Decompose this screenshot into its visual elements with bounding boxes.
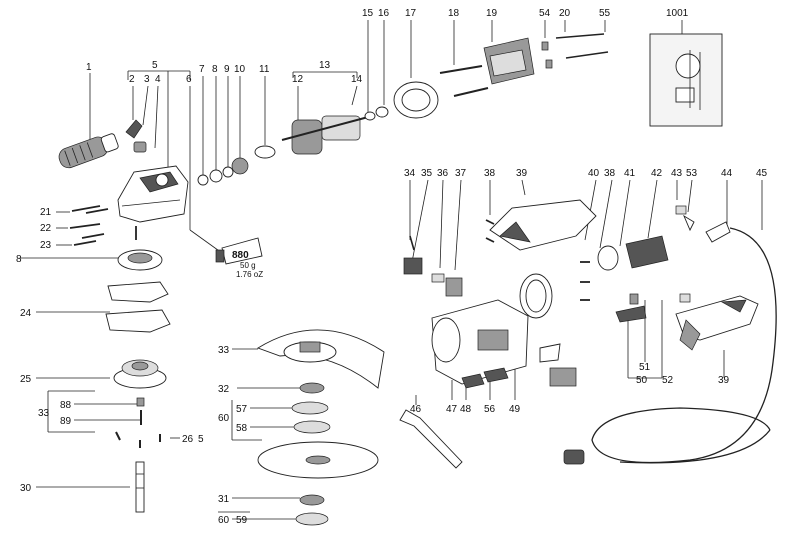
callout-8-left: 8	[16, 254, 22, 265]
callout-13: 13	[319, 60, 331, 71]
callout-60-mid: 60	[218, 413, 230, 424]
side-handle	[58, 133, 119, 169]
callout-11: 11	[259, 64, 270, 75]
callout-46: 46	[410, 404, 422, 415]
callout-5-top: 5	[152, 60, 158, 71]
callout-39-right: 39	[718, 375, 730, 386]
callout-35: 35	[421, 168, 433, 179]
callout-3: 3	[144, 74, 150, 85]
callout-1: 1	[86, 62, 92, 73]
callout-5-bottom: 5	[198, 434, 204, 445]
callout-15: 15	[362, 8, 374, 19]
callout-7: 7	[199, 64, 205, 75]
callout-30: 30	[20, 483, 32, 494]
callout-9: 9	[224, 64, 230, 75]
grease-weight-g: 50 g	[240, 261, 256, 270]
callout-39-top: 39	[516, 168, 528, 179]
callout-25: 25	[20, 374, 32, 385]
callout-24: 24	[20, 308, 32, 319]
callout-42: 42	[651, 168, 663, 179]
callout-19: 19	[486, 8, 498, 19]
callout-37: 37	[455, 168, 467, 179]
callout-6: 6	[186, 74, 192, 85]
callout-51: 51	[639, 362, 651, 373]
callout-21: 21	[40, 207, 52, 218]
callout-50: 50	[636, 375, 648, 386]
callout-31: 31	[218, 494, 230, 505]
gear-housing	[117, 165, 189, 223]
callout-88: 88	[60, 400, 72, 411]
callout-60-bottom: 60	[218, 515, 230, 526]
callout-17: 17	[405, 8, 417, 19]
detail-box-1001	[649, 33, 723, 127]
callout-4: 4	[155, 74, 161, 85]
callout-22: 22	[40, 223, 52, 234]
leader-lines	[20, 20, 763, 520]
armature	[281, 115, 373, 155]
callout-38-a: 38	[484, 168, 496, 179]
callout-23: 23	[40, 240, 52, 251]
callout-16: 16	[378, 8, 390, 19]
callout-12: 12	[292, 74, 304, 85]
rear-handle-housing	[489, 199, 597, 251]
callout-44: 44	[721, 168, 733, 179]
callout-2: 2	[129, 74, 135, 85]
callout-18: 18	[448, 8, 460, 19]
callout-52: 52	[662, 375, 674, 386]
callout-labels: 1 5 2 3 4 6 7 8 9 10 11 13 12 14 15 16 1…	[16, 8, 768, 526]
callout-33-mid: 33	[218, 345, 230, 356]
callout-57: 57	[236, 404, 248, 415]
callout-45: 45	[756, 168, 768, 179]
callout-10: 10	[234, 64, 246, 75]
callout-26: 26	[182, 434, 194, 445]
callout-89: 89	[60, 416, 72, 427]
callout-47: 47	[446, 404, 458, 415]
callout-33-left: 33	[38, 408, 50, 419]
grease-labels: 880 50 g 1.76 oZ	[232, 250, 263, 279]
callout-59: 59	[236, 515, 248, 526]
callout-53: 53	[686, 168, 698, 179]
callout-38-b: 38	[604, 168, 616, 179]
grease-code: 880	[232, 250, 249, 261]
callout-49: 49	[509, 404, 521, 415]
motor-housing	[431, 299, 529, 385]
callout-56: 56	[484, 404, 496, 415]
callout-40: 40	[588, 168, 600, 179]
grease-tube	[215, 237, 263, 265]
callout-8-top: 8	[212, 64, 218, 75]
callout-41: 41	[624, 168, 636, 179]
back-handle	[675, 295, 759, 351]
callout-34: 34	[404, 168, 416, 179]
callout-58: 58	[236, 423, 248, 434]
callout-54: 54	[539, 8, 551, 19]
parts	[58, 33, 777, 526]
wheel-guard	[256, 329, 385, 389]
grease-weight-oz: 1.76 oZ	[236, 270, 263, 279]
callout-55: 55	[599, 8, 611, 19]
callout-32: 32	[218, 384, 230, 395]
callout-43: 43	[671, 168, 683, 179]
callout-14: 14	[351, 74, 363, 85]
callout-20: 20	[559, 8, 571, 19]
callout-1001: 1001	[666, 8, 689, 19]
callout-36: 36	[437, 168, 449, 179]
callout-48: 48	[460, 404, 472, 415]
